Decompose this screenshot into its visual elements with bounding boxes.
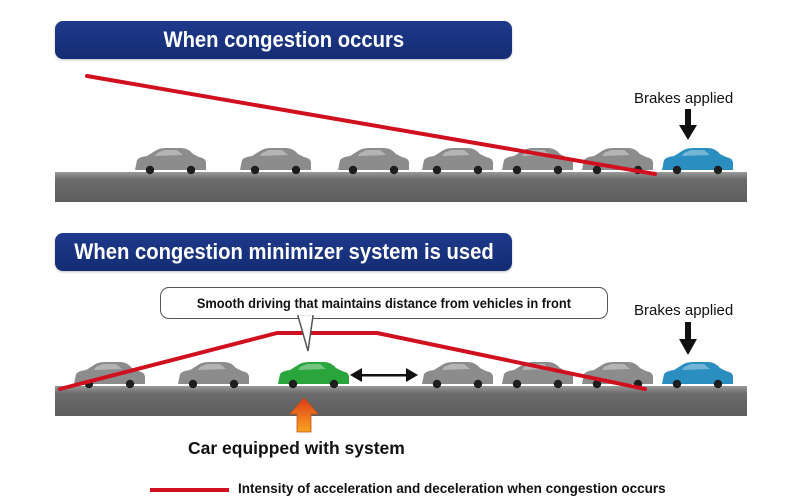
brakes-applied-label-top: Brakes applied — [634, 90, 734, 107]
banner-title: When congestion occurs — [163, 27, 404, 52]
section-banner-congestion: When congestion occurs — [55, 21, 512, 59]
intensity-line-top — [85, 74, 657, 176]
car-icon — [178, 362, 249, 389]
road-bottom — [55, 386, 747, 416]
car-icon — [240, 148, 311, 175]
distance-arrow-icon — [350, 368, 418, 382]
equipped-car-icon — [278, 362, 349, 389]
down-arrow-icon — [679, 322, 697, 355]
down-arrow-icon — [679, 109, 697, 140]
banner-title: When congestion minimizer system is used — [73, 239, 494, 264]
braking-car-icon — [662, 362, 733, 389]
car-icon — [135, 148, 206, 175]
car-icon — [422, 362, 493, 389]
legend-text: Intensity of acceleration and decelerati… — [238, 481, 666, 496]
equipped-car-label: Car equipped with system — [188, 438, 405, 458]
speech-bubble: Smooth driving that maintains distance f… — [160, 287, 608, 319]
road-top — [55, 172, 747, 202]
brakes-applied-label-bottom: Brakes applied — [634, 302, 734, 319]
section-banner-minimizer: When congestion minimizer system is used — [55, 233, 512, 271]
intensity-line-bottom — [58, 331, 647, 391]
car-icon — [422, 148, 493, 175]
up-arrow-icon — [289, 397, 319, 433]
car-icon — [338, 148, 409, 175]
speech-bubble-text: Smooth driving that maintains distance f… — [196, 295, 572, 311]
braking-car-icon — [662, 148, 733, 175]
